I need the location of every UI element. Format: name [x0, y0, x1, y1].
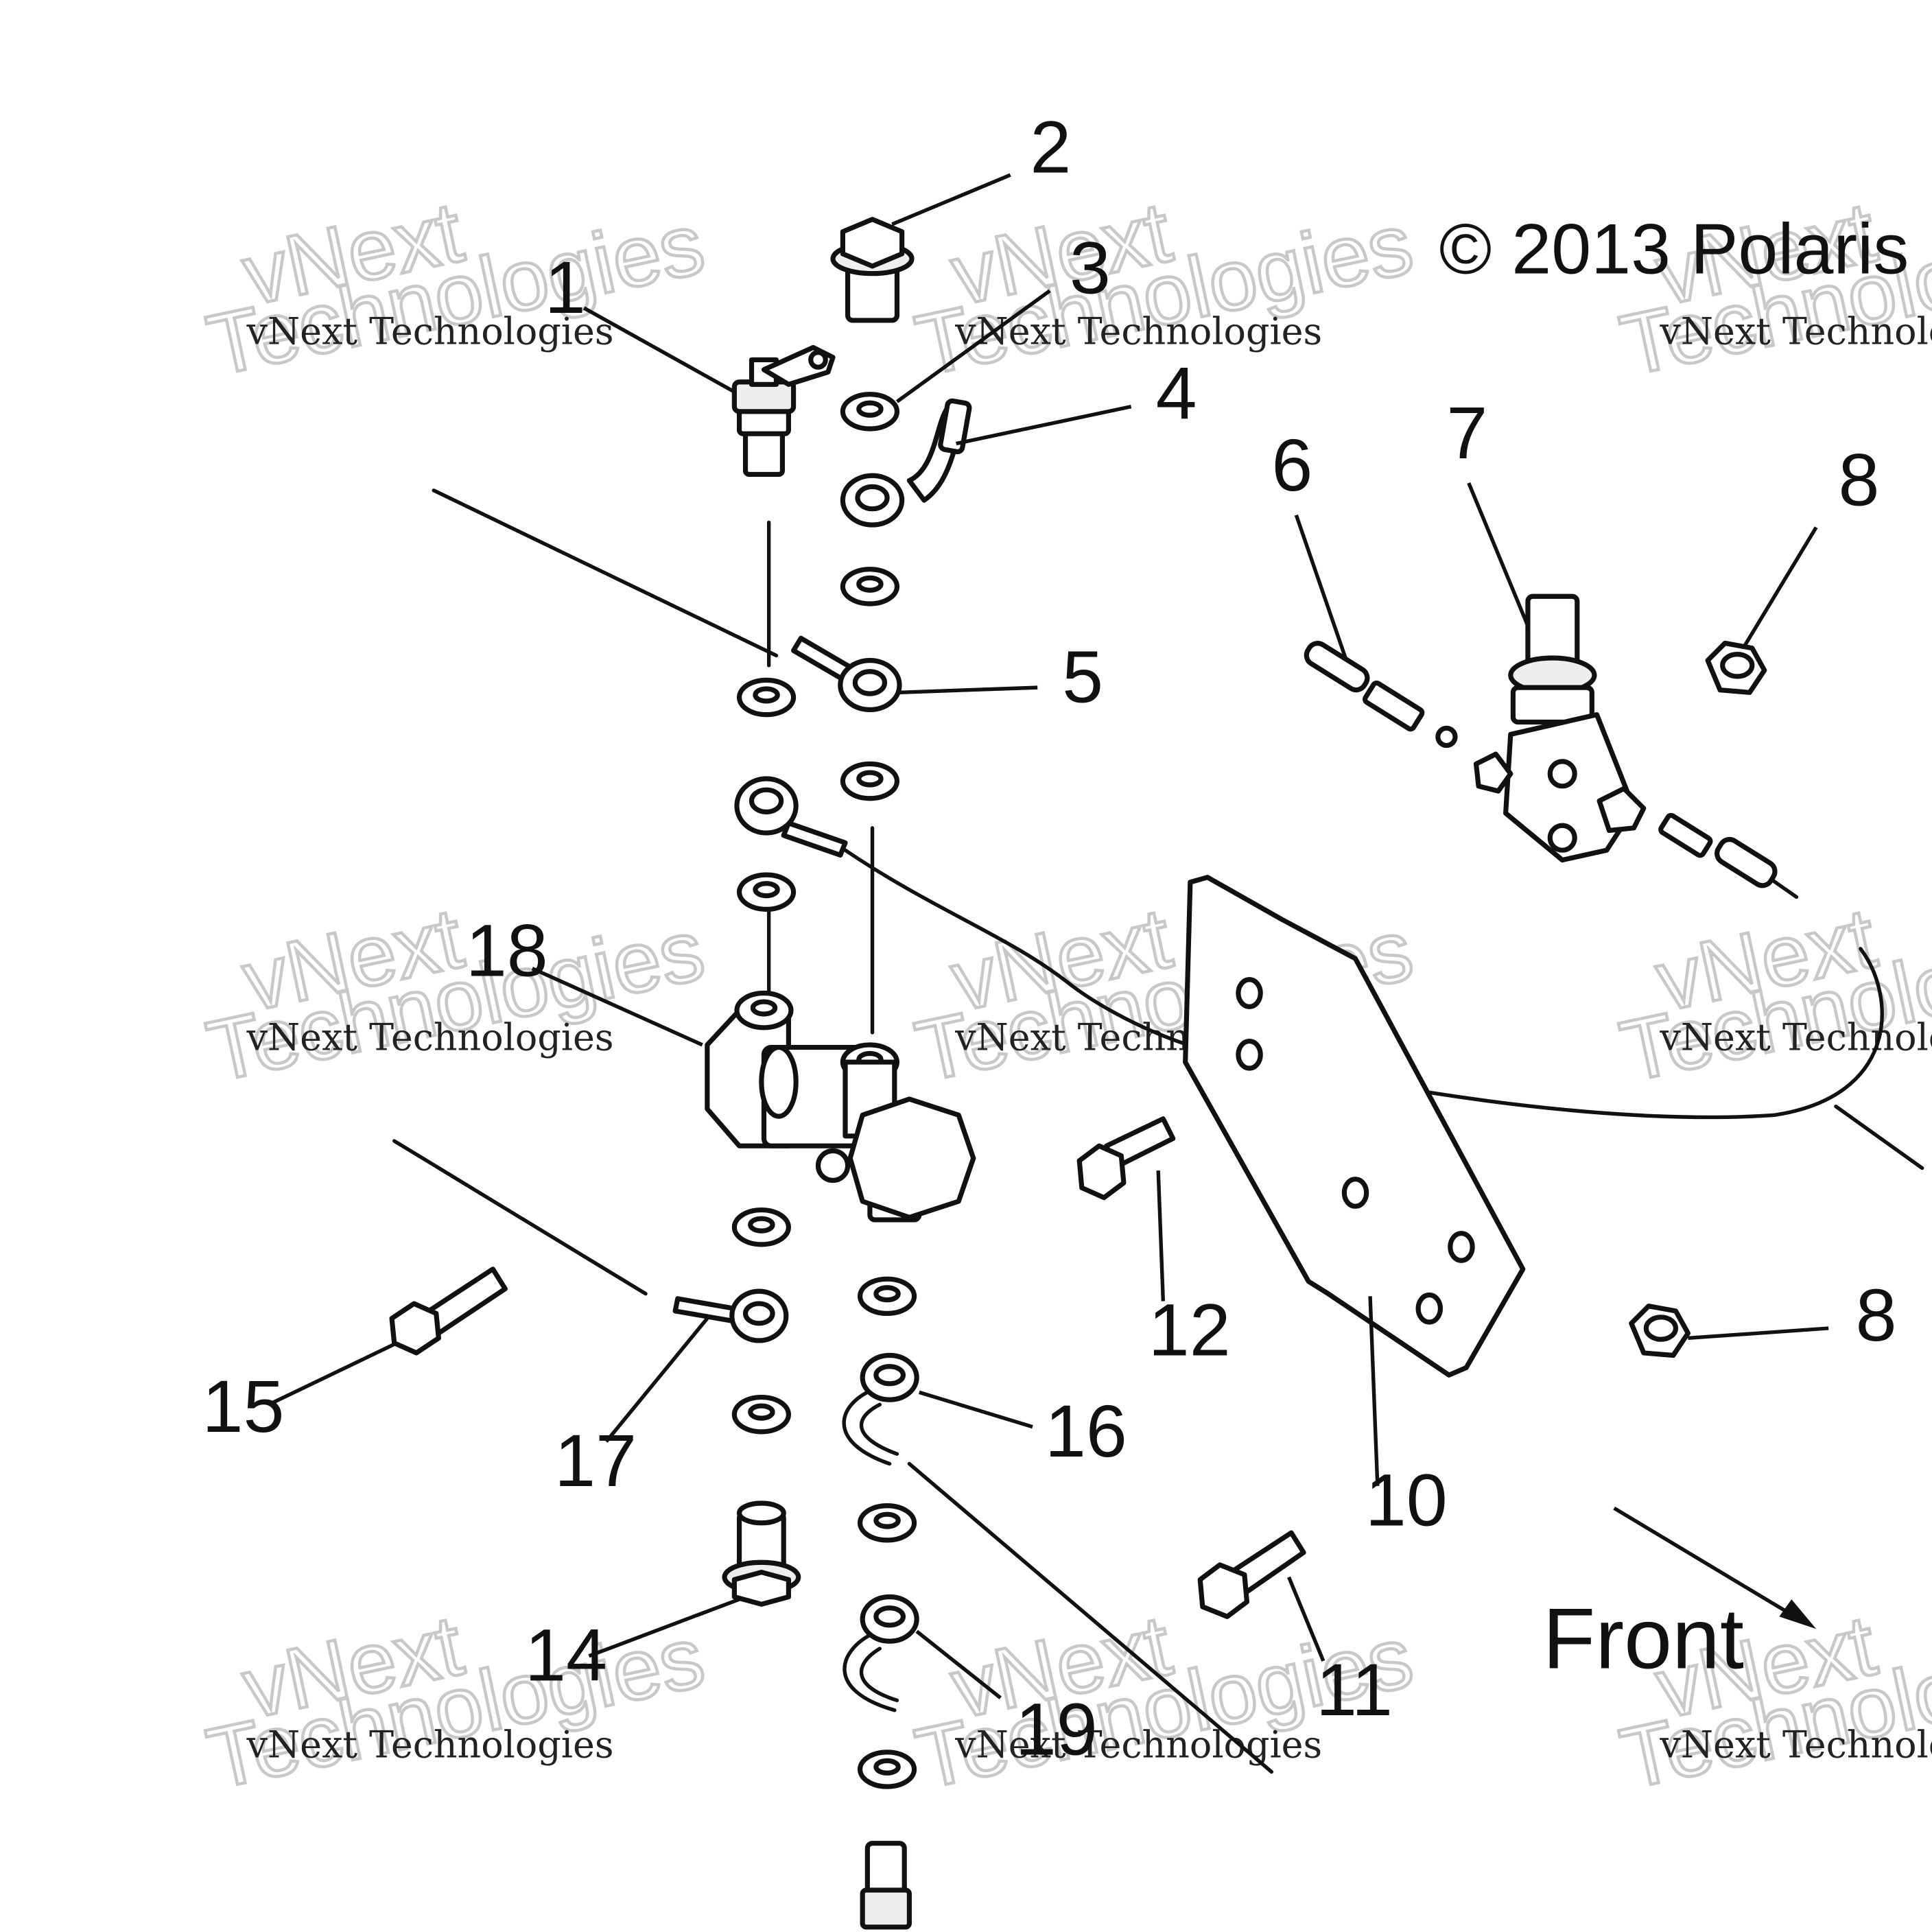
part-18-distribution-block: [705, 990, 976, 1223]
part-8-nut-upper: [1705, 640, 1767, 695]
part-11-bolt: [1197, 1530, 1306, 1619]
svg-text:vNext Technologies: vNext Technologies: [246, 1723, 614, 1766]
watermark-top-left: vNext Technologies vNext Technologies: [198, 181, 714, 395]
svg-text:vNext Technologies: vNext Technologies: [1659, 1723, 1932, 1766]
front-arrow: [1613, 1506, 1817, 1629]
callout-18: 18: [466, 908, 548, 991]
svg-text:vNext Technologies: vNext Technologies: [954, 1723, 1322, 1766]
callout-17: 17: [554, 1419, 637, 1502]
watermark-line: vNext Technologies: [246, 309, 614, 353]
copyright-text: © 2013 Polaris Sales Inc.: [1439, 210, 1932, 290]
callout-8-lower: 8: [1856, 1273, 1897, 1356]
washer: [731, 1208, 791, 1247]
banjo-fitting: [734, 776, 848, 858]
washer: [731, 1394, 791, 1435]
callout-7: 7: [1446, 391, 1487, 474]
part-17-banjo-fitting: [672, 1288, 789, 1343]
part-1-brake-switch: [731, 344, 836, 478]
part-19-brake-line: [843, 1594, 919, 1712]
callout-5: 5: [1062, 635, 1103, 718]
callout-4: 4: [1156, 352, 1197, 435]
callout-12: 12: [1148, 1288, 1231, 1371]
part-2-banjo-bolt: [830, 217, 915, 323]
callout-10: 10: [1365, 1458, 1448, 1541]
callout-15: 15: [202, 1365, 285, 1448]
bottom-fitting: [860, 1841, 912, 1930]
watermark-bottom-left: vNext Technologies vNext Technologies: [198, 1594, 714, 1809]
brake-line-fitting: [1658, 812, 1799, 899]
callout-3: 3: [1070, 226, 1111, 309]
part-8-nut-lower: [1629, 1304, 1690, 1358]
callout-14: 14: [525, 1614, 607, 1697]
part-10-bracket: [1183, 875, 1526, 1378]
callout-1: 1: [545, 246, 586, 329]
part-6-fitting: [1304, 641, 1458, 749]
watermark-mid-left: vNext Technologies vNext Technologies: [198, 887, 714, 1101]
svg-text:vNext Technologies: vNext Technologies: [1659, 1015, 1932, 1059]
svg-text:vNext Technologies: vNext Technologies: [954, 309, 1322, 353]
part-3-washer: [840, 392, 900, 432]
washer: [840, 761, 900, 801]
callout-2: 2: [1030, 105, 1071, 188]
part-4-brake-line: [840, 398, 972, 528]
washer: [857, 1750, 917, 1789]
callout-19: 19: [1015, 1687, 1098, 1770]
part-14-banjo-bolt: [722, 1500, 801, 1607]
callout-16: 16: [1045, 1389, 1127, 1472]
callout-numbers: 1 2 3 4 5 6 7 8 8 10 11 12 14 15 16 17 1…: [202, 105, 1897, 1770]
callout-6: 6: [1271, 423, 1312, 506]
front-label: Front: [1542, 1590, 1743, 1687]
part-12-bolt: [1076, 1116, 1176, 1201]
callout-8-upper: 8: [1839, 438, 1880, 521]
part-5-banjo-fitting: [790, 635, 902, 713]
part-16-brake-line: [842, 1352, 919, 1466]
washer: [857, 1276, 917, 1317]
svg-text:vNext Technologies: vNext Technologies: [246, 1015, 614, 1059]
callout-leaders: [268, 173, 1829, 1699]
svg-text:vNext Technologies: vNext Technologies: [1659, 309, 1932, 353]
washer: [857, 1503, 917, 1543]
washer: [840, 567, 900, 606]
callout-11: 11: [1316, 1648, 1393, 1731]
washer: [736, 677, 797, 718]
part-15-bolt: [389, 1267, 508, 1356]
part-7-valve: [1473, 593, 1647, 863]
washer: [736, 872, 797, 912]
